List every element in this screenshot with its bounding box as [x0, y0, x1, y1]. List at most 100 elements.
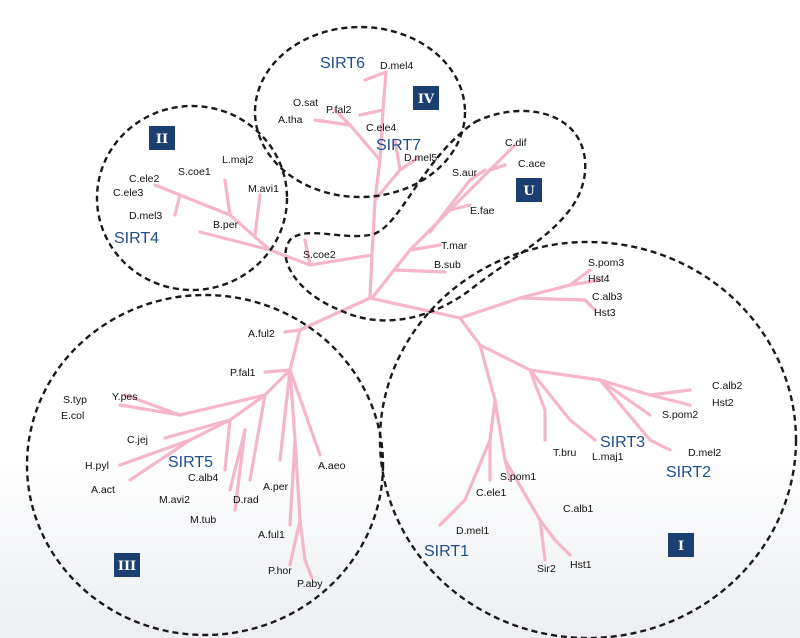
- class-badge-iv: IV: [413, 86, 439, 110]
- leaf-s-typ: S.typ: [63, 394, 87, 406]
- leaf-t-mar: T.mar: [441, 240, 468, 252]
- class-badge-ii: II: [149, 126, 175, 150]
- branch-u-b: [448, 203, 472, 212]
- branch-ii-main: [178, 193, 374, 267]
- branch-iii-hpyl: [118, 438, 192, 467]
- leaf-a-act: A.act: [91, 484, 115, 496]
- branch-u-e: [393, 268, 447, 274]
- branch-iii-calb4: [223, 418, 232, 472]
- leaf-a-ful2: A.ful2: [248, 328, 275, 340]
- leaf-m-tub: M.tub: [190, 514, 216, 526]
- clade-boundaries: [25, 25, 798, 638]
- leaf-c-ele4: C.ele4: [366, 122, 397, 134]
- leaf-d-mel2: D.mel2: [688, 447, 721, 459]
- branch-i-sir2: [538, 518, 547, 562]
- branch-iii-lower: [288, 368, 307, 562]
- clade-ii-boundary: [95, 104, 289, 292]
- clade-iv-boundary: [253, 25, 467, 199]
- branch-trunk-left: [298, 296, 372, 332]
- class-badge-u-label: U: [523, 184, 535, 199]
- leaf-c-alb2: C.alb2: [712, 380, 743, 392]
- branch-ii-f: [303, 238, 312, 267]
- leaf-c-dif: C.dif: [505, 137, 527, 149]
- sirt6-label: SIRT6: [320, 55, 365, 72]
- leaf-m-avi2: M.avi2: [159, 494, 190, 506]
- branch-iii-cjej: [163, 418, 232, 440]
- leaf-c-ace: C.ace: [518, 158, 546, 170]
- class-badge-iv-label: IV: [418, 92, 435, 107]
- sirt3-label: SIRT3: [600, 434, 645, 451]
- class-badge-iii: III: [114, 553, 140, 577]
- branch-trunk-up: [368, 253, 374, 300]
- branch-i-tbru: [528, 368, 547, 442]
- branch-iv-d: [363, 70, 388, 82]
- sirt7-label: SIRT7: [376, 137, 421, 154]
- leaf-d-rad: D.rad: [233, 494, 259, 506]
- leaf-p-hor: P.hor: [268, 565, 292, 577]
- branch-i-top2: [518, 296, 597, 312]
- leaf-h-pyl: H.pyl: [85, 460, 109, 472]
- branch-ii-c: [198, 230, 272, 252]
- branch-i-main: [458, 316, 692, 397]
- branch-iii-aful1: [288, 438, 297, 527]
- branch-u-c: [428, 168, 487, 234]
- leaf-s-pom3: S.pom3: [588, 257, 624, 269]
- sirt-labels: SIRT6 SIRT7 SIRT4 SIRT5 SIRT3 SIRT2 SIRT…: [114, 55, 711, 560]
- branch-iii-drad: [248, 393, 267, 482]
- leaf-a-aeo: A.aeo: [318, 460, 346, 472]
- leaf-s-coe1: S.coe1: [178, 166, 211, 178]
- branch-iii-paby: [303, 558, 314, 580]
- leaf-hst3: Hst3: [594, 307, 616, 319]
- branch-i-hst2: [648, 393, 692, 407]
- class-badge-i: I: [668, 533, 694, 557]
- leaf-c-alb4: C.alb4: [188, 472, 219, 484]
- leaf-c-alb3: C.alb3: [592, 291, 623, 303]
- leaf-p-fal1: P.fal1: [230, 367, 256, 379]
- branch-iii-mtub: [233, 428, 247, 512]
- class-badges: IV II U III I: [114, 86, 694, 577]
- leaf-l-maj1: L.maj1: [592, 451, 624, 463]
- branch-iii-phor: [288, 518, 302, 567]
- tree-branches: [118, 70, 692, 580]
- branch-iii-pfal1: [263, 368, 292, 374]
- leaf-e-col: E.col: [61, 410, 84, 422]
- branch-iii-afu2: [283, 328, 302, 334]
- sirt4-label: SIRT4: [114, 230, 159, 247]
- branch-iv-b: [313, 118, 352, 127]
- clade-u-boundary: [284, 109, 587, 322]
- leaf-labels: D.mel4 O.sat P.fal2 A.tha C.ele4 D.mel5 …: [61, 60, 743, 590]
- leaf-p-aby: P.aby: [297, 578, 323, 590]
- leaf-c-ele3: C.ele3: [113, 187, 144, 199]
- leaf-b-per: B.per: [213, 219, 239, 231]
- leaf-d-mel3: D.mel3: [129, 210, 162, 222]
- branch-iii-aact: [128, 438, 192, 482]
- class-badge-u: U: [516, 178, 542, 202]
- leaf-d-mel4: D.mel4: [380, 60, 413, 72]
- leaf-d-mel1: D.mel1: [456, 525, 489, 537]
- branch-iv-f: [393, 138, 402, 172]
- leaf-hst1: Hst1: [570, 559, 592, 571]
- branch-i-hst1: [553, 538, 572, 557]
- sirt1-label: SIRT1: [424, 543, 469, 560]
- leaf-c-alb1: C.alb1: [563, 503, 594, 515]
- leaf-a-per: A.per: [263, 481, 289, 493]
- leaf-m-avi1: M.avi1: [248, 183, 279, 195]
- leaf-c-ele1: C.ele1: [476, 487, 507, 499]
- branch-ii-b: [253, 193, 262, 237]
- branch-iv-a: [333, 108, 382, 162]
- clade-i-boundary: [378, 240, 798, 638]
- leaf-c-jej: C.jej: [127, 434, 148, 446]
- branch-i-dmel1: [438, 438, 492, 527]
- leaf-a-ful1: A.ful1: [258, 529, 285, 541]
- branch-i-sirt1: [478, 343, 512, 482]
- branch-u-a: [488, 163, 507, 172]
- leaf-s-aur: S.aur: [452, 167, 478, 179]
- leaf-o-sat: O.sat: [293, 97, 318, 109]
- leaf-sir2: Sir2: [537, 563, 556, 575]
- clade-iii-boundary: [25, 293, 385, 637]
- leaf-a-tha: A.tha: [278, 114, 303, 126]
- leaf-hst4: Hst4: [588, 273, 610, 285]
- leaf-p-fal2: P.fal2: [326, 104, 352, 116]
- branch-trunk-right: [368, 296, 462, 320]
